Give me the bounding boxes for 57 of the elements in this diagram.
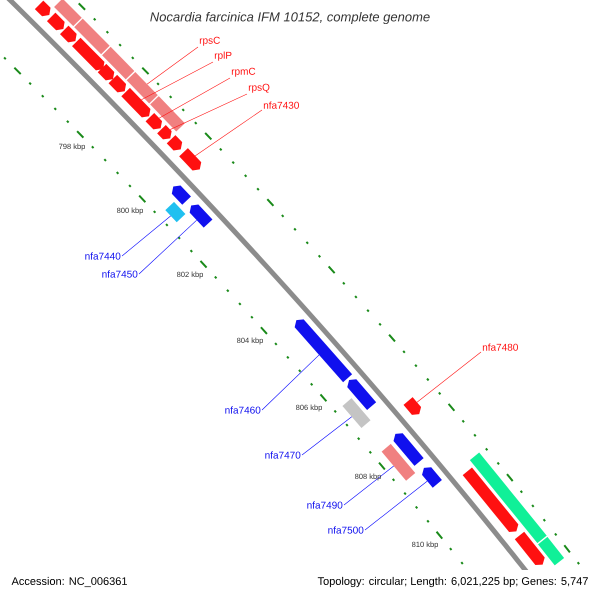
gene-block — [34, 0, 51, 16]
gene-block — [157, 125, 172, 140]
gene-block — [121, 88, 150, 118]
gene-block — [190, 204, 212, 228]
leader-line — [170, 94, 248, 130]
gene-block — [150, 96, 185, 132]
leader-line — [146, 46, 198, 84]
leader-line — [416, 352, 482, 403]
gene-block — [342, 398, 371, 428]
gene-block — [382, 444, 416, 481]
title: Nocardia farcinica IFM 10152, complete genome — [150, 12, 430, 24]
gene-block — [165, 202, 186, 222]
gene-label: nfa7430 — [264, 101, 299, 109]
gene-block — [102, 46, 134, 80]
leader-line — [302, 416, 352, 456]
gene-block — [404, 397, 422, 415]
gene-label: nfa7440 — [85, 252, 120, 260]
gene-block — [347, 379, 376, 410]
leader-line — [262, 354, 320, 410]
leader-line — [138, 220, 197, 274]
gene-block — [60, 26, 77, 42]
accession-text: Accession: NC_006361 — [12, 576, 127, 588]
gene-label: rpmC — [232, 68, 256, 77]
gene-block — [166, 135, 182, 150]
genome-summary: Topology: circular; Length: 6,021,225 bp; Genes: 5,747 — [318, 576, 588, 588]
gene-label: nfa7470 — [265, 451, 300, 459]
gene-label: rpsQ — [248, 84, 270, 93]
leader-line — [344, 466, 394, 506]
gene-block — [394, 433, 424, 466]
gene-block — [72, 38, 104, 70]
leader-line — [158, 78, 230, 118]
gene-block — [294, 319, 352, 382]
leader-line — [364, 480, 428, 530]
gene-block — [172, 185, 191, 205]
gene-label: nfa7500 — [328, 526, 364, 534]
gene-label: nfa7460 — [225, 406, 260, 414]
gene-block — [146, 113, 162, 130]
gene-block — [126, 72, 158, 104]
gene-block — [422, 467, 442, 488]
leader-line — [141, 62, 214, 100]
gene-label: rpsC — [200, 36, 220, 46]
gene-block — [462, 468, 518, 532]
gene-label: nfa7450 — [102, 270, 138, 278]
gene-label: nfa7480 — [482, 343, 518, 351]
gene-block — [179, 148, 202, 170]
gene-block — [46, 12, 65, 30]
gene-block — [470, 452, 547, 544]
gene-label: nfa7490 — [307, 501, 342, 509]
gene-block — [514, 532, 545, 566]
leader-line — [194, 110, 262, 156]
gene-block — [54, 0, 82, 26]
gene-block — [538, 536, 564, 566]
gene-label: rplP — [214, 51, 232, 61]
gene-block — [74, 18, 110, 54]
gene-block — [98, 64, 114, 80]
gene-block — [108, 74, 126, 92]
leader-line — [122, 216, 172, 256]
